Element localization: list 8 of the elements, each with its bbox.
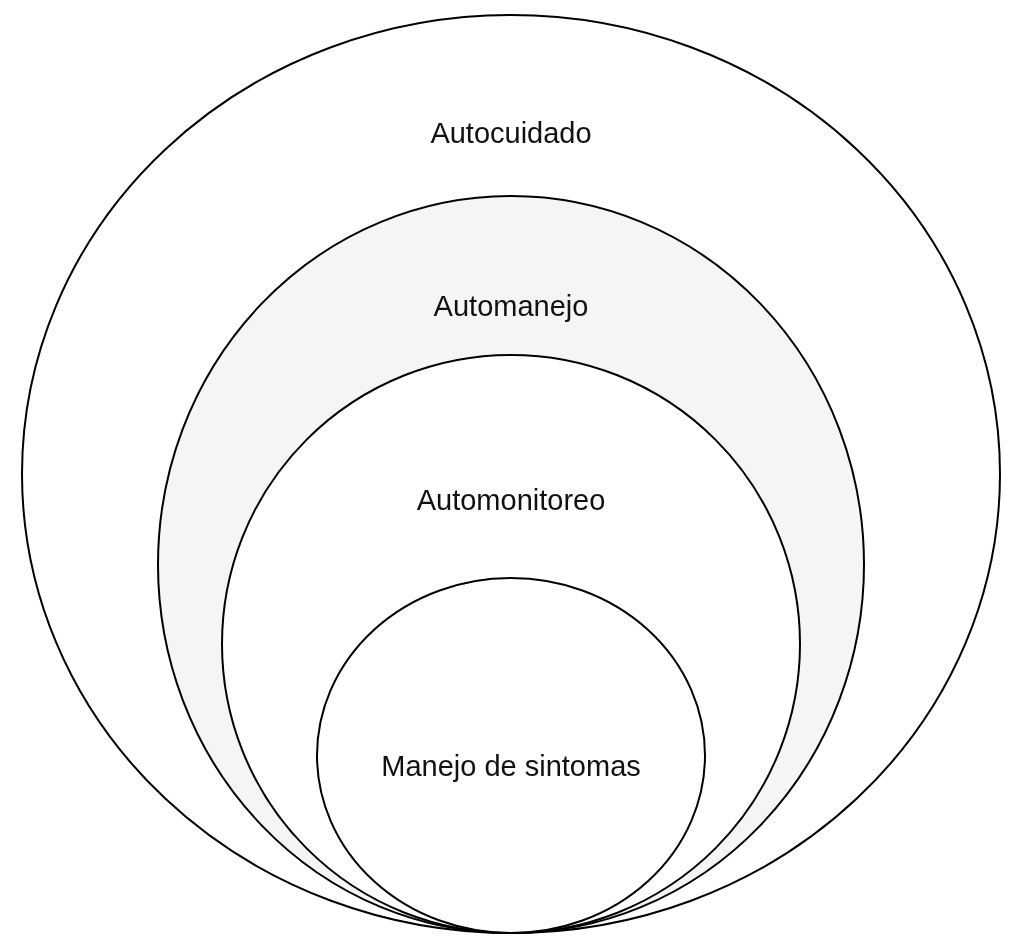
nested-circle xyxy=(158,196,864,933)
nested-circle xyxy=(317,578,705,933)
circle-label: Automanejo xyxy=(432,289,590,323)
circle-label: Autocuidado xyxy=(429,116,593,150)
circle-label: Manejo de sintomas xyxy=(380,749,642,783)
nested-circle xyxy=(22,15,1000,933)
circle-label: Automonitoreo xyxy=(415,483,607,517)
nested-circle xyxy=(222,355,800,933)
